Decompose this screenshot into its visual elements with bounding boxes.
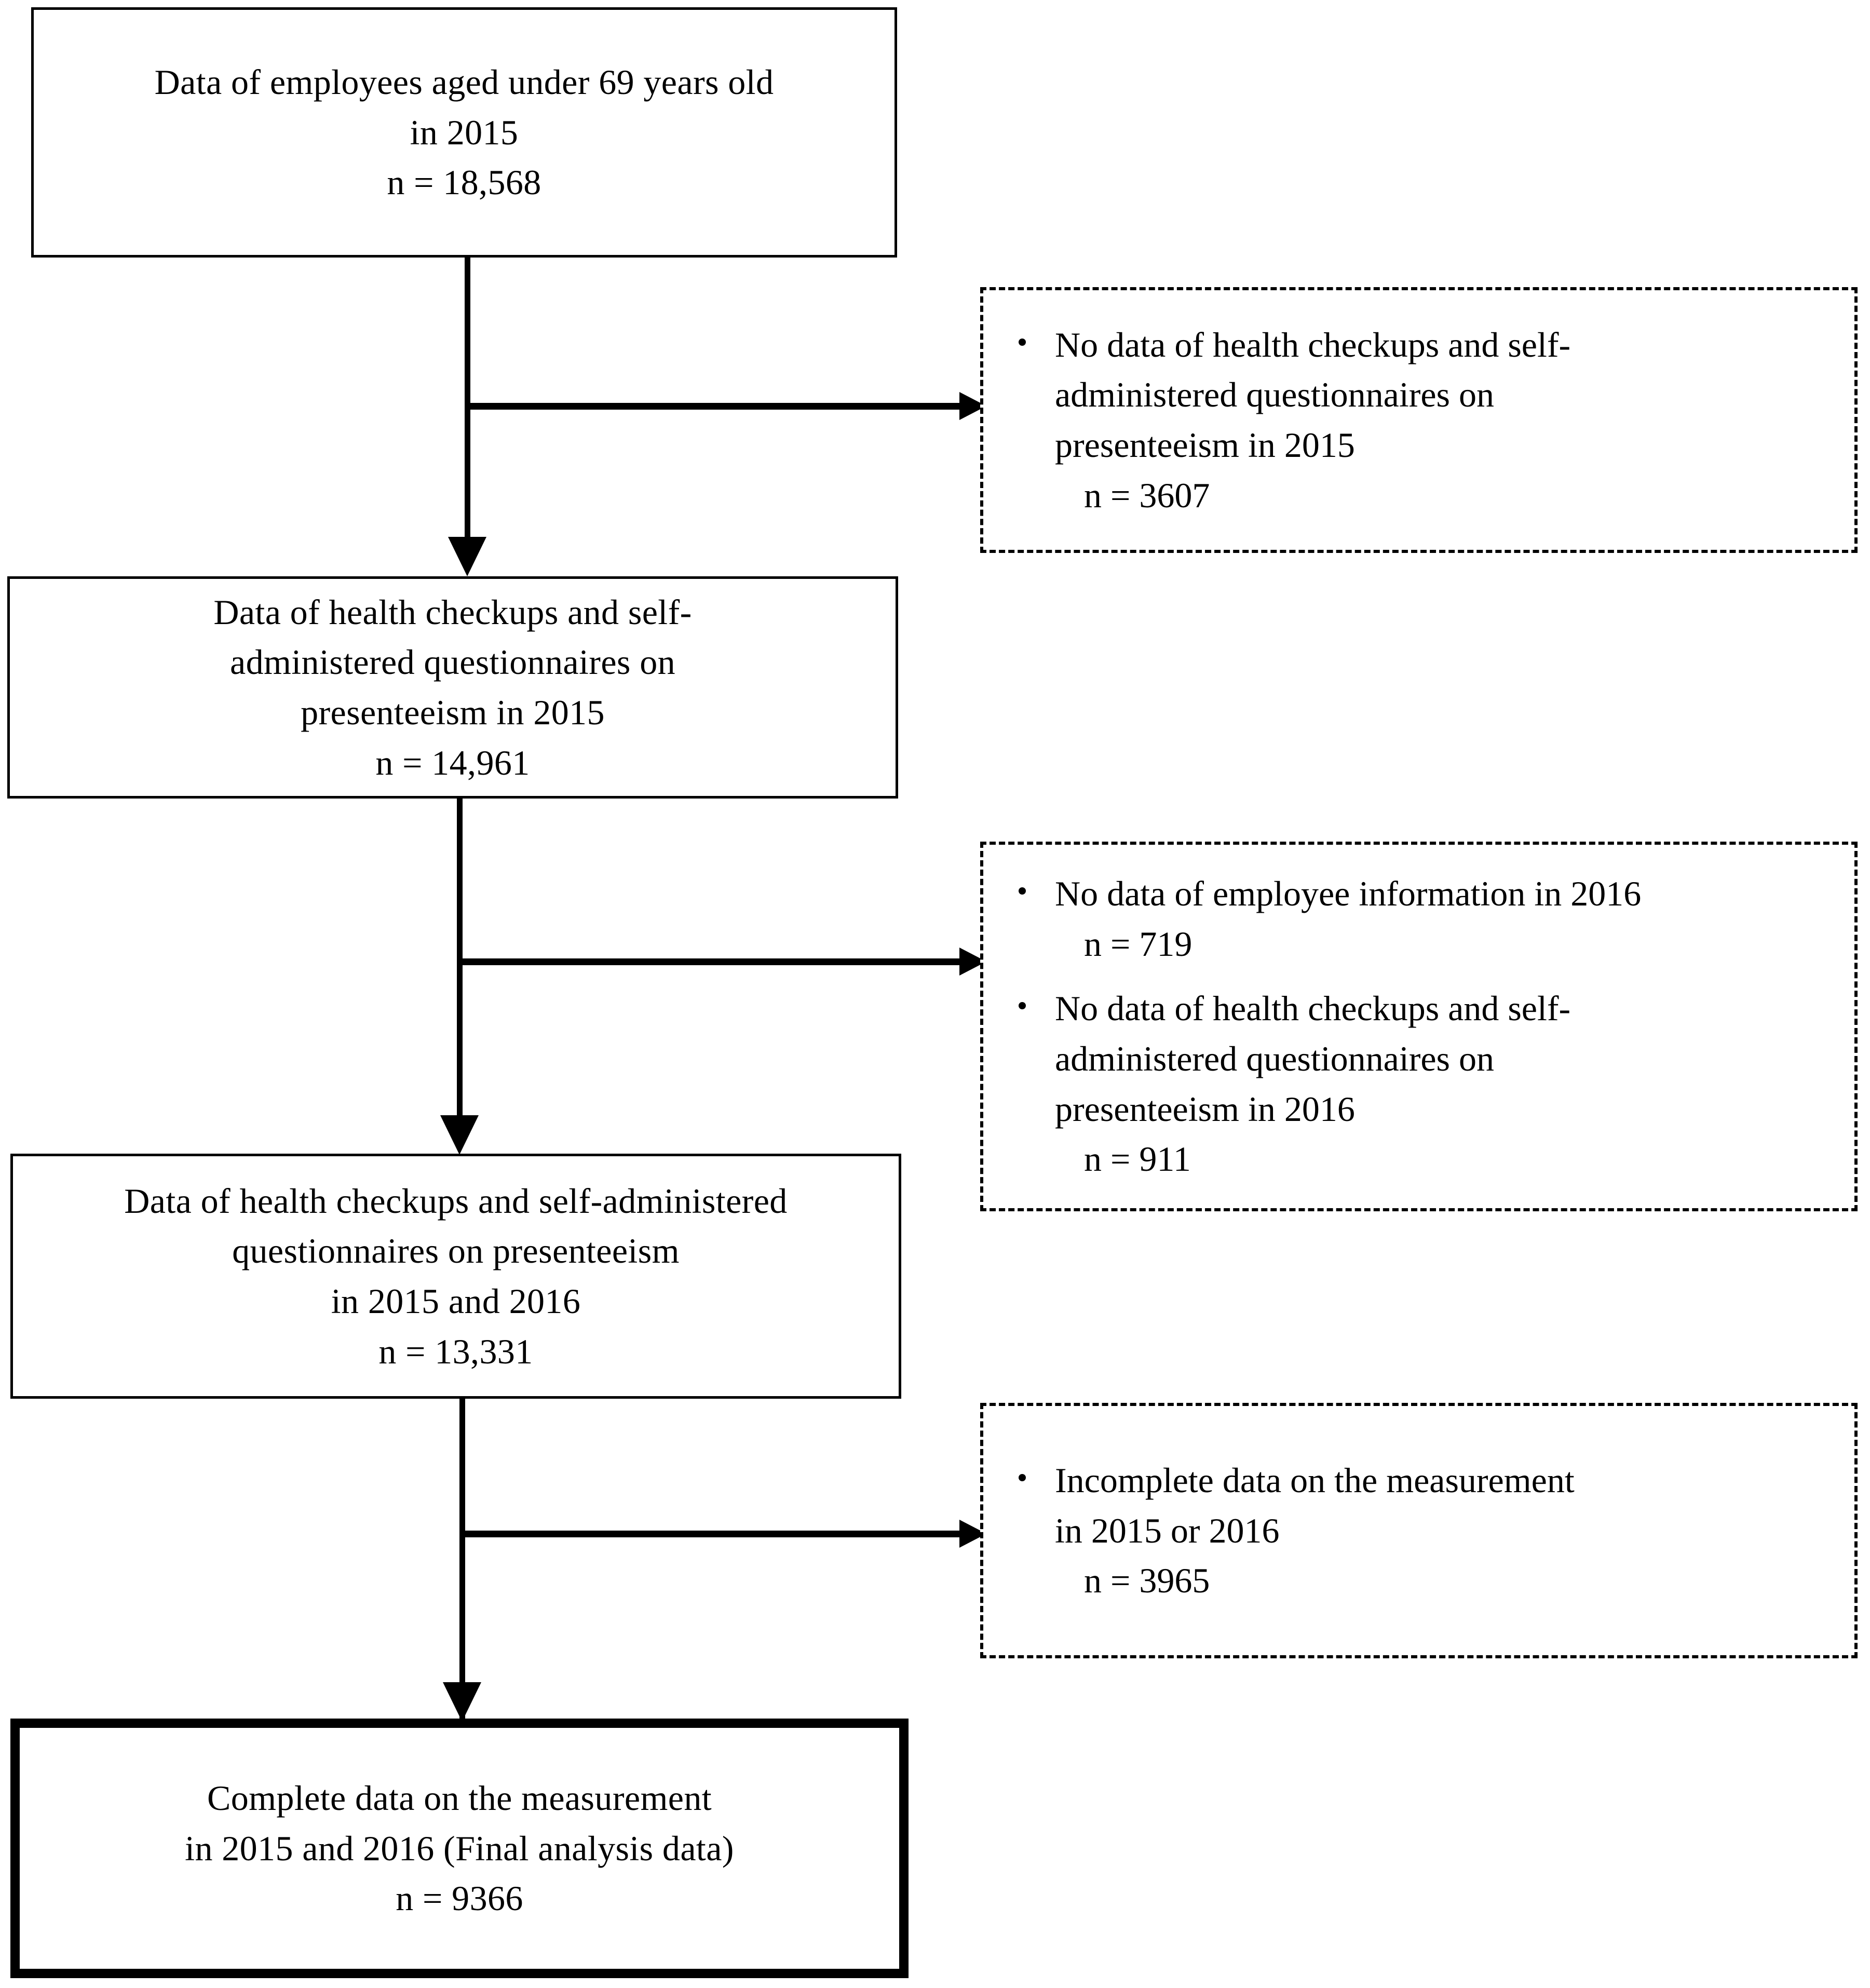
flow-node-3-line-3: in 2015 and 2016 [331, 1281, 581, 1321]
flow-node-2-line-3: presenteeism in 2015 [301, 693, 605, 732]
connector-3-arrowhead [443, 1682, 481, 1722]
bullet-dot-icon [1019, 338, 1026, 346]
exclusion-2-b1-line-1: No data of employee information in 2016 [1055, 874, 1642, 914]
exclusion-box-3-list: Incomplete data on the measurement in 20… [983, 1455, 1854, 1606]
connector-2-branch [457, 958, 963, 965]
exclusion-2-b2-count: n = 911 [1084, 1139, 1191, 1179]
connector-1-branch [465, 403, 964, 410]
bullet-dot-icon [1019, 1002, 1026, 1010]
connector-2-trunk [457, 799, 463, 1116]
exclusion-box-3: Incomplete data on the measurement in 20… [980, 1403, 1858, 1658]
flow-node-4-line-3: n = 9366 [396, 1878, 523, 1918]
bullet-dot-icon [1019, 1474, 1026, 1482]
flow-node-3: Data of health checkups and self-adminis… [10, 1154, 901, 1399]
exclusion-2-b2-line-2: administered questionnaires on [1055, 1039, 1495, 1078]
exclusion-1-b1-line-1: No data of health checkups and self- [1055, 324, 1571, 364]
bullet-dot-icon [1019, 887, 1026, 895]
exclusion-bullet: No data of health checkups and self- adm… [1014, 983, 1834, 1184]
connector-1-arrowhead [448, 537, 486, 576]
flow-node-4-line-1: Complete data on the measurement [207, 1778, 712, 1818]
flow-node-2: Data of health checkups and self- admini… [7, 576, 898, 799]
flow-node-2-line-1: Data of health checkups and self- [213, 592, 692, 632]
exclusion-3-b1-count: n = 3965 [1084, 1561, 1210, 1601]
exclusion-1-b1-line-2: administered questionnaires on [1055, 375, 1495, 415]
exclusion-2-b2-line-1: No data of health checkups and self- [1055, 989, 1571, 1029]
flow-node-3-line-4: n = 13,331 [378, 1331, 533, 1371]
flow-node-1-line-3: n = 18,568 [387, 163, 541, 202]
connector-2-arrowhead [440, 1115, 479, 1155]
exclusion-bullet: Incomplete data on the measurement in 20… [1014, 1455, 1834, 1606]
exclusion-2-b1-count: n = 719 [1084, 924, 1193, 964]
exclusion-3-b1-line-1: Incomplete data on the measurement [1055, 1460, 1575, 1500]
connector-1-trunk [465, 258, 470, 538]
exclusion-bullet: No data of health checkups and self- adm… [1014, 320, 1834, 520]
exclusion-1-b1-line-3: presenteeism in 2015 [1055, 425, 1355, 465]
exclusion-3-b1-line-2: in 2015 or 2016 [1055, 1510, 1280, 1550]
connector-3-branch [459, 1531, 963, 1537]
flow-node-4-line-2: in 2015 and 2016 (Final analysis data) [185, 1828, 734, 1868]
exclusion-box-1: No data of health checkups and self- adm… [980, 287, 1858, 553]
exclusion-bullet: No data of employee information in 2016 … [1014, 869, 1834, 969]
flow-node-4-final: Complete data on the measurement in 2015… [10, 1719, 909, 1978]
exclusion-box-2-list: No data of employee information in 2016 … [983, 869, 1854, 1184]
exclusion-box-2: No data of employee information in 2016 … [980, 842, 1858, 1211]
flow-node-1: Data of employees aged under 69 years ol… [31, 7, 897, 258]
connector-3-trunk [459, 1399, 465, 1723]
flow-node-3-line-1: Data of health checkups and self-adminis… [124, 1181, 788, 1221]
flow-node-2-line-4: n = 14,961 [375, 742, 530, 782]
exclusion-2-b2-line-3: presenteeism in 2016 [1055, 1089, 1355, 1129]
exclusion-1-b1-count: n = 3607 [1084, 475, 1210, 515]
flow-node-2-line-2: administered questionnaires on [229, 642, 675, 682]
flow-node-1-line-2: in 2015 [410, 112, 519, 152]
exclusion-box-1-list: No data of health checkups and self- adm… [983, 320, 1854, 520]
flow-node-3-line-2: questionnaires on presenteeism [232, 1231, 680, 1271]
flow-node-1-line-1: Data of employees aged under 69 years ol… [154, 62, 774, 102]
